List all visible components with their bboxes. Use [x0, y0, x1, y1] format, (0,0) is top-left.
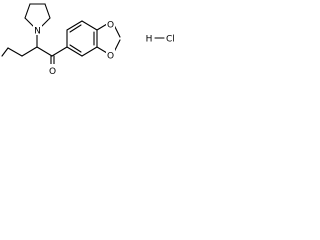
chemical-structure-diagram: N O O O H Cl [1, 3, 175, 77]
benzene-bond-5 [81, 46, 98, 57]
bond-ring-c2-c3 [24, 3, 31, 19]
benzene-bond-6 [66, 46, 83, 57]
benzene-ring [66, 20, 98, 57]
atom-dioxole-oxygen-bottom: O [107, 52, 114, 62]
bond-alpha-carbonyl [36, 46, 53, 57]
atom-labels: N O O O H Cl [33, 18, 175, 77]
benzene-bond-3 [81, 20, 98, 31]
benzene-inner-bond-c [69, 44, 82, 53]
bond-ring-to-o-top [96, 23, 108, 31]
atom-carbonyl-oxygen: O [49, 67, 56, 77]
bond-alpha-propyl1 [21, 46, 38, 57]
benzene-bond-2 [66, 20, 83, 31]
alkyl-chain [1, 33, 53, 57]
atom-dioxole-oxygen-top: O [107, 21, 114, 31]
pyrrolidine-ring [24, 3, 51, 29]
bond-ring-c4-c5 [44, 3, 51, 19]
atom-nitrogen: N [34, 27, 41, 37]
bond-propyl2-propyl3 [1, 47, 9, 57]
bond-propyl1-propyl2 [7, 47, 23, 57]
bond-o-bottom-ring [96, 46, 108, 54]
salt-hydrogen: H [146, 35, 153, 45]
benzene-inner-bond-a [69, 24, 82, 33]
bond-carbonyl-ring [51, 46, 68, 57]
salt-chlorine: Cl [166, 35, 175, 45]
